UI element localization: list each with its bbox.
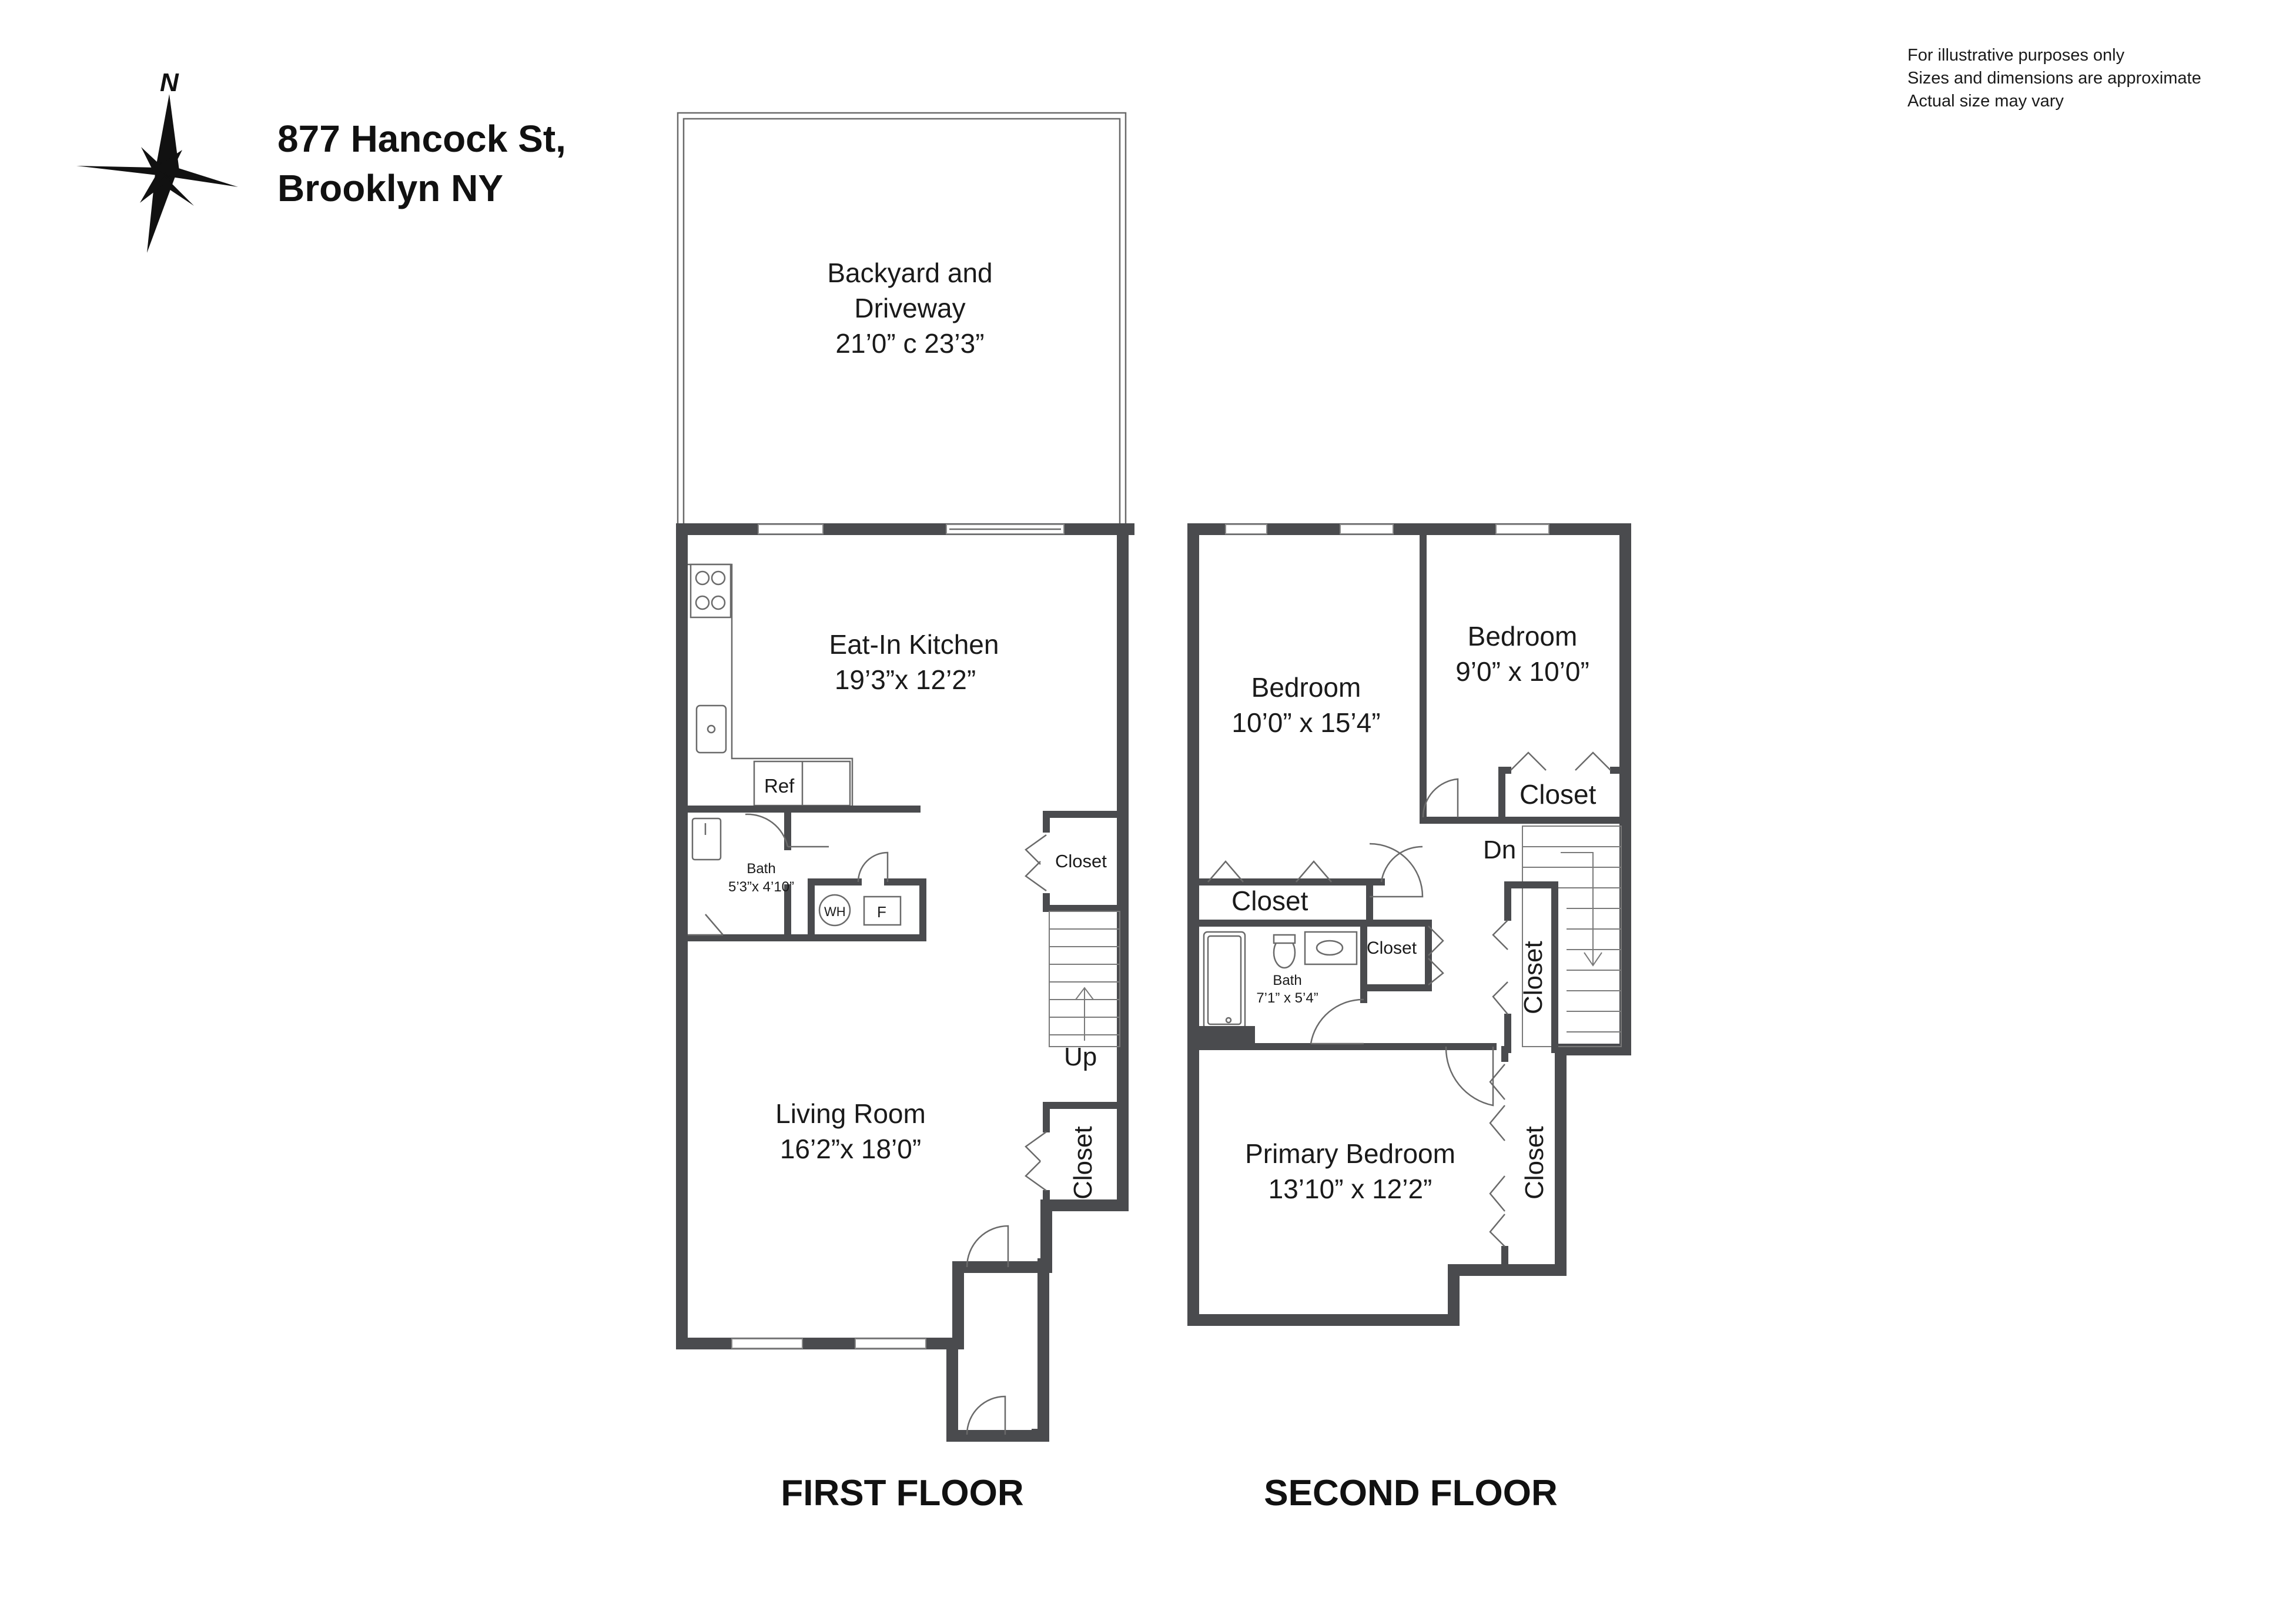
second-bath-name: Bath: [1273, 973, 1301, 988]
compass-icon: N: [76, 68, 238, 253]
second-floor-bath: Bath 7’1” x 5’4”: [1193, 931, 1497, 1050]
ref-label: Ref: [764, 775, 795, 797]
closet-primary-label: Closet: [1520, 1126, 1549, 1199]
closet-upper-label: Closet: [1055, 851, 1107, 871]
closet-lower-label: Closet: [1069, 1126, 1097, 1199]
backyard-name-line-2: Driveway: [854, 293, 965, 323]
stairs-dn-label: Dn: [1483, 836, 1516, 864]
lower-closet: Closet: [1025, 1102, 1123, 1209]
second-floor-plan: Closet Dn Closet: [1187, 523, 1631, 1513]
right-bedroom-closet: Closet: [1498, 751, 1625, 824]
second-floor-title: SECOND FLOOR: [1264, 1473, 1557, 1513]
bath-vanity-icon: [1304, 931, 1358, 965]
stove-icon: [690, 563, 732, 619]
second-bath-dims: 7’1” x 5’4”: [1256, 990, 1318, 1006]
backyard-dims: 21’0” c 23’3”: [835, 328, 984, 359]
disclaimer: For illustrative purposes only Sizes and…: [1907, 46, 2201, 111]
bathtub-icon: [1203, 931, 1246, 1030]
stairs-up-label: Up: [1064, 1042, 1097, 1071]
compass-north-label: N: [160, 68, 179, 97]
bedroom-left-dims: 10’0” x 15’4”: [1231, 707, 1380, 738]
living-dims: 16’2”x 18’0”: [780, 1134, 921, 1164]
hall-closet: Closet: [1492, 881, 1558, 1053]
primary-dims: 13’10” x 12’2”: [1269, 1174, 1433, 1204]
bedroom-left-window-2: [1340, 524, 1394, 534]
living-window-2: [855, 1338, 926, 1349]
kitchen-dims: 19’3”x 12’2”: [835, 664, 976, 695]
closet-right-bedroom-label: Closet: [1519, 779, 1597, 810]
stairs-up: Up: [1049, 911, 1120, 1071]
kitchen-name: Eat-In Kitchen: [829, 629, 999, 660]
second-floor-exterior-wall: [1187, 523, 1631, 1326]
kitchen-counter: Ref: [688, 563, 854, 807]
living-name: Living Room: [775, 1098, 926, 1129]
wh-label: WH: [824, 904, 846, 919]
first-floor-plan: Ref WH F: [676, 112, 1134, 1513]
entry-doors: [966, 1225, 1009, 1435]
f-label: F: [877, 903, 886, 921]
living-window-1: [731, 1338, 803, 1349]
bath-sink-icon: [691, 817, 722, 861]
first-floor-title: FIRST FLOOR: [781, 1473, 1023, 1513]
bedroom-left-window-1: [1225, 524, 1267, 534]
furnace-icon: [863, 895, 902, 926]
backyard-name-line-1: Backyard and: [827, 258, 992, 288]
bedroom-right-dims: 9’0” x 10’0”: [1455, 656, 1589, 687]
utility-closet: WH F: [818, 851, 902, 927]
left-bedroom-closet: Closet: [1193, 860, 1385, 927]
bedroom-left-name: Bedroom: [1251, 672, 1361, 703]
bedroom-right-window: [1495, 524, 1549, 534]
upper-closet: Closet: [1025, 811, 1123, 912]
closet-small-label: Closet: [1367, 938, 1417, 958]
stairs-down: Dn: [1483, 826, 1622, 1047]
primary-name: Primary Bedroom: [1245, 1138, 1455, 1169]
address-line-1: 877 Hancock St,: [277, 118, 566, 160]
kitchen-window: [758, 524, 824, 534]
shower-icon: [688, 914, 724, 936]
water-heater-icon: [818, 894, 851, 927]
bedroom-right-name: Bedroom: [1468, 621, 1578, 651]
primary-bedroom: Closet: [1445, 1046, 1549, 1269]
first-bath-name: Bath: [747, 861, 775, 877]
first-bath-dims: 5’3”x 4’10”: [728, 879, 794, 895]
disclaimer-line-2: Sizes and dimensions are approximate: [1907, 69, 2201, 88]
address-line-2: Brooklyn NY: [277, 167, 503, 209]
kitchen-sink-icon: [695, 704, 727, 754]
small-closet: Closet: [1360, 920, 1444, 991]
disclaimer-line-3: Actual size may vary: [1907, 92, 2064, 111]
closet-left-bedroom-label: Closet: [1231, 885, 1308, 916]
first-floor-bath-fixtures: [688, 813, 829, 936]
disclaimer-line-1: For illustrative purposes only: [1907, 46, 2125, 65]
closet-hall-label: Closet: [1519, 941, 1548, 1014]
